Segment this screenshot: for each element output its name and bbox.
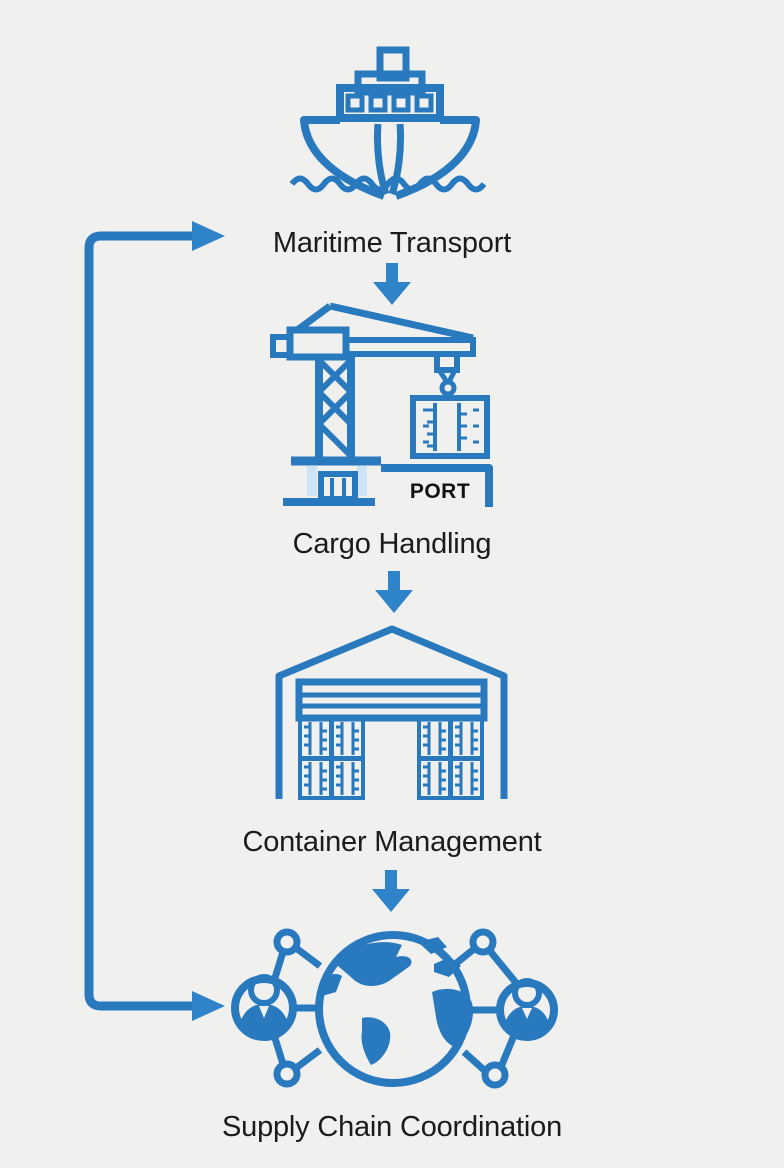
step-label-container-management: Container Management <box>242 826 542 858</box>
crane-hook-icon <box>439 379 457 397</box>
cargo-ship-icon <box>289 46 487 200</box>
down-arrow-icon <box>373 263 411 305</box>
person-tie-icon <box>259 1006 269 1018</box>
down-arrow-icon <box>372 870 410 912</box>
person-tie-icon <box>522 1008 532 1019</box>
network-node-icon <box>273 1060 301 1088</box>
global-network-icon <box>231 928 558 1089</box>
step-label-maritime-transport: Maritime Transport <box>272 227 512 259</box>
port-crane-icon <box>270 302 493 507</box>
warehouse-containers-icon <box>275 625 508 800</box>
network-node-icon <box>273 928 301 956</box>
person-node-icon <box>496 978 558 1041</box>
step-label-supply-chain-coordination: Supply Chain Coordination <box>222 1111 562 1143</box>
loop-arrowhead-bottom <box>192 991 225 1021</box>
network-node-icon <box>481 1061 509 1089</box>
down-arrow-icon <box>375 571 413 613</box>
port-caption: PORT <box>409 480 471 503</box>
hanging-container-icon <box>410 395 490 459</box>
water-waves-icon <box>289 175 487 193</box>
globe-icon <box>315 931 474 1087</box>
step-label-cargo-handling: Cargo Handling <box>292 528 492 560</box>
loop-arrowhead-top <box>192 221 225 251</box>
quay-line-icon <box>381 464 493 507</box>
network-node-icon <box>469 928 497 956</box>
loop-connector-icon <box>84 221 225 1021</box>
person-node-icon <box>231 974 297 1041</box>
